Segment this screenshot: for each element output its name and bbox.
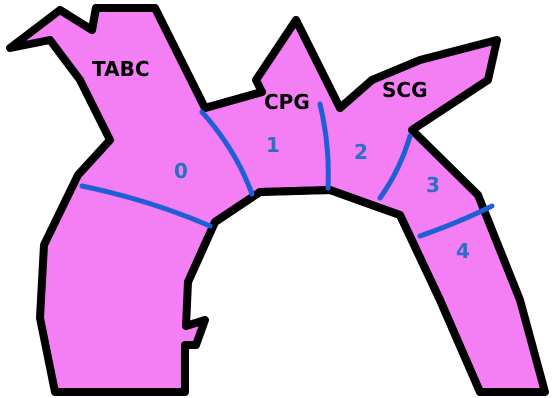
segment-label-0: 0 — [174, 159, 188, 183]
segment-label-2: 2 — [354, 140, 368, 164]
segment-label-3: 3 — [426, 173, 440, 197]
segment-label-1: 1 — [266, 133, 280, 157]
segment-label-4: 4 — [456, 239, 470, 263]
branch-label-tabc: TABC — [92, 57, 150, 81]
branch-label-scg: SCG — [382, 78, 428, 102]
branch-label-cpg: CPG — [264, 90, 310, 114]
aortic-arch-vessel — [10, 8, 545, 392]
